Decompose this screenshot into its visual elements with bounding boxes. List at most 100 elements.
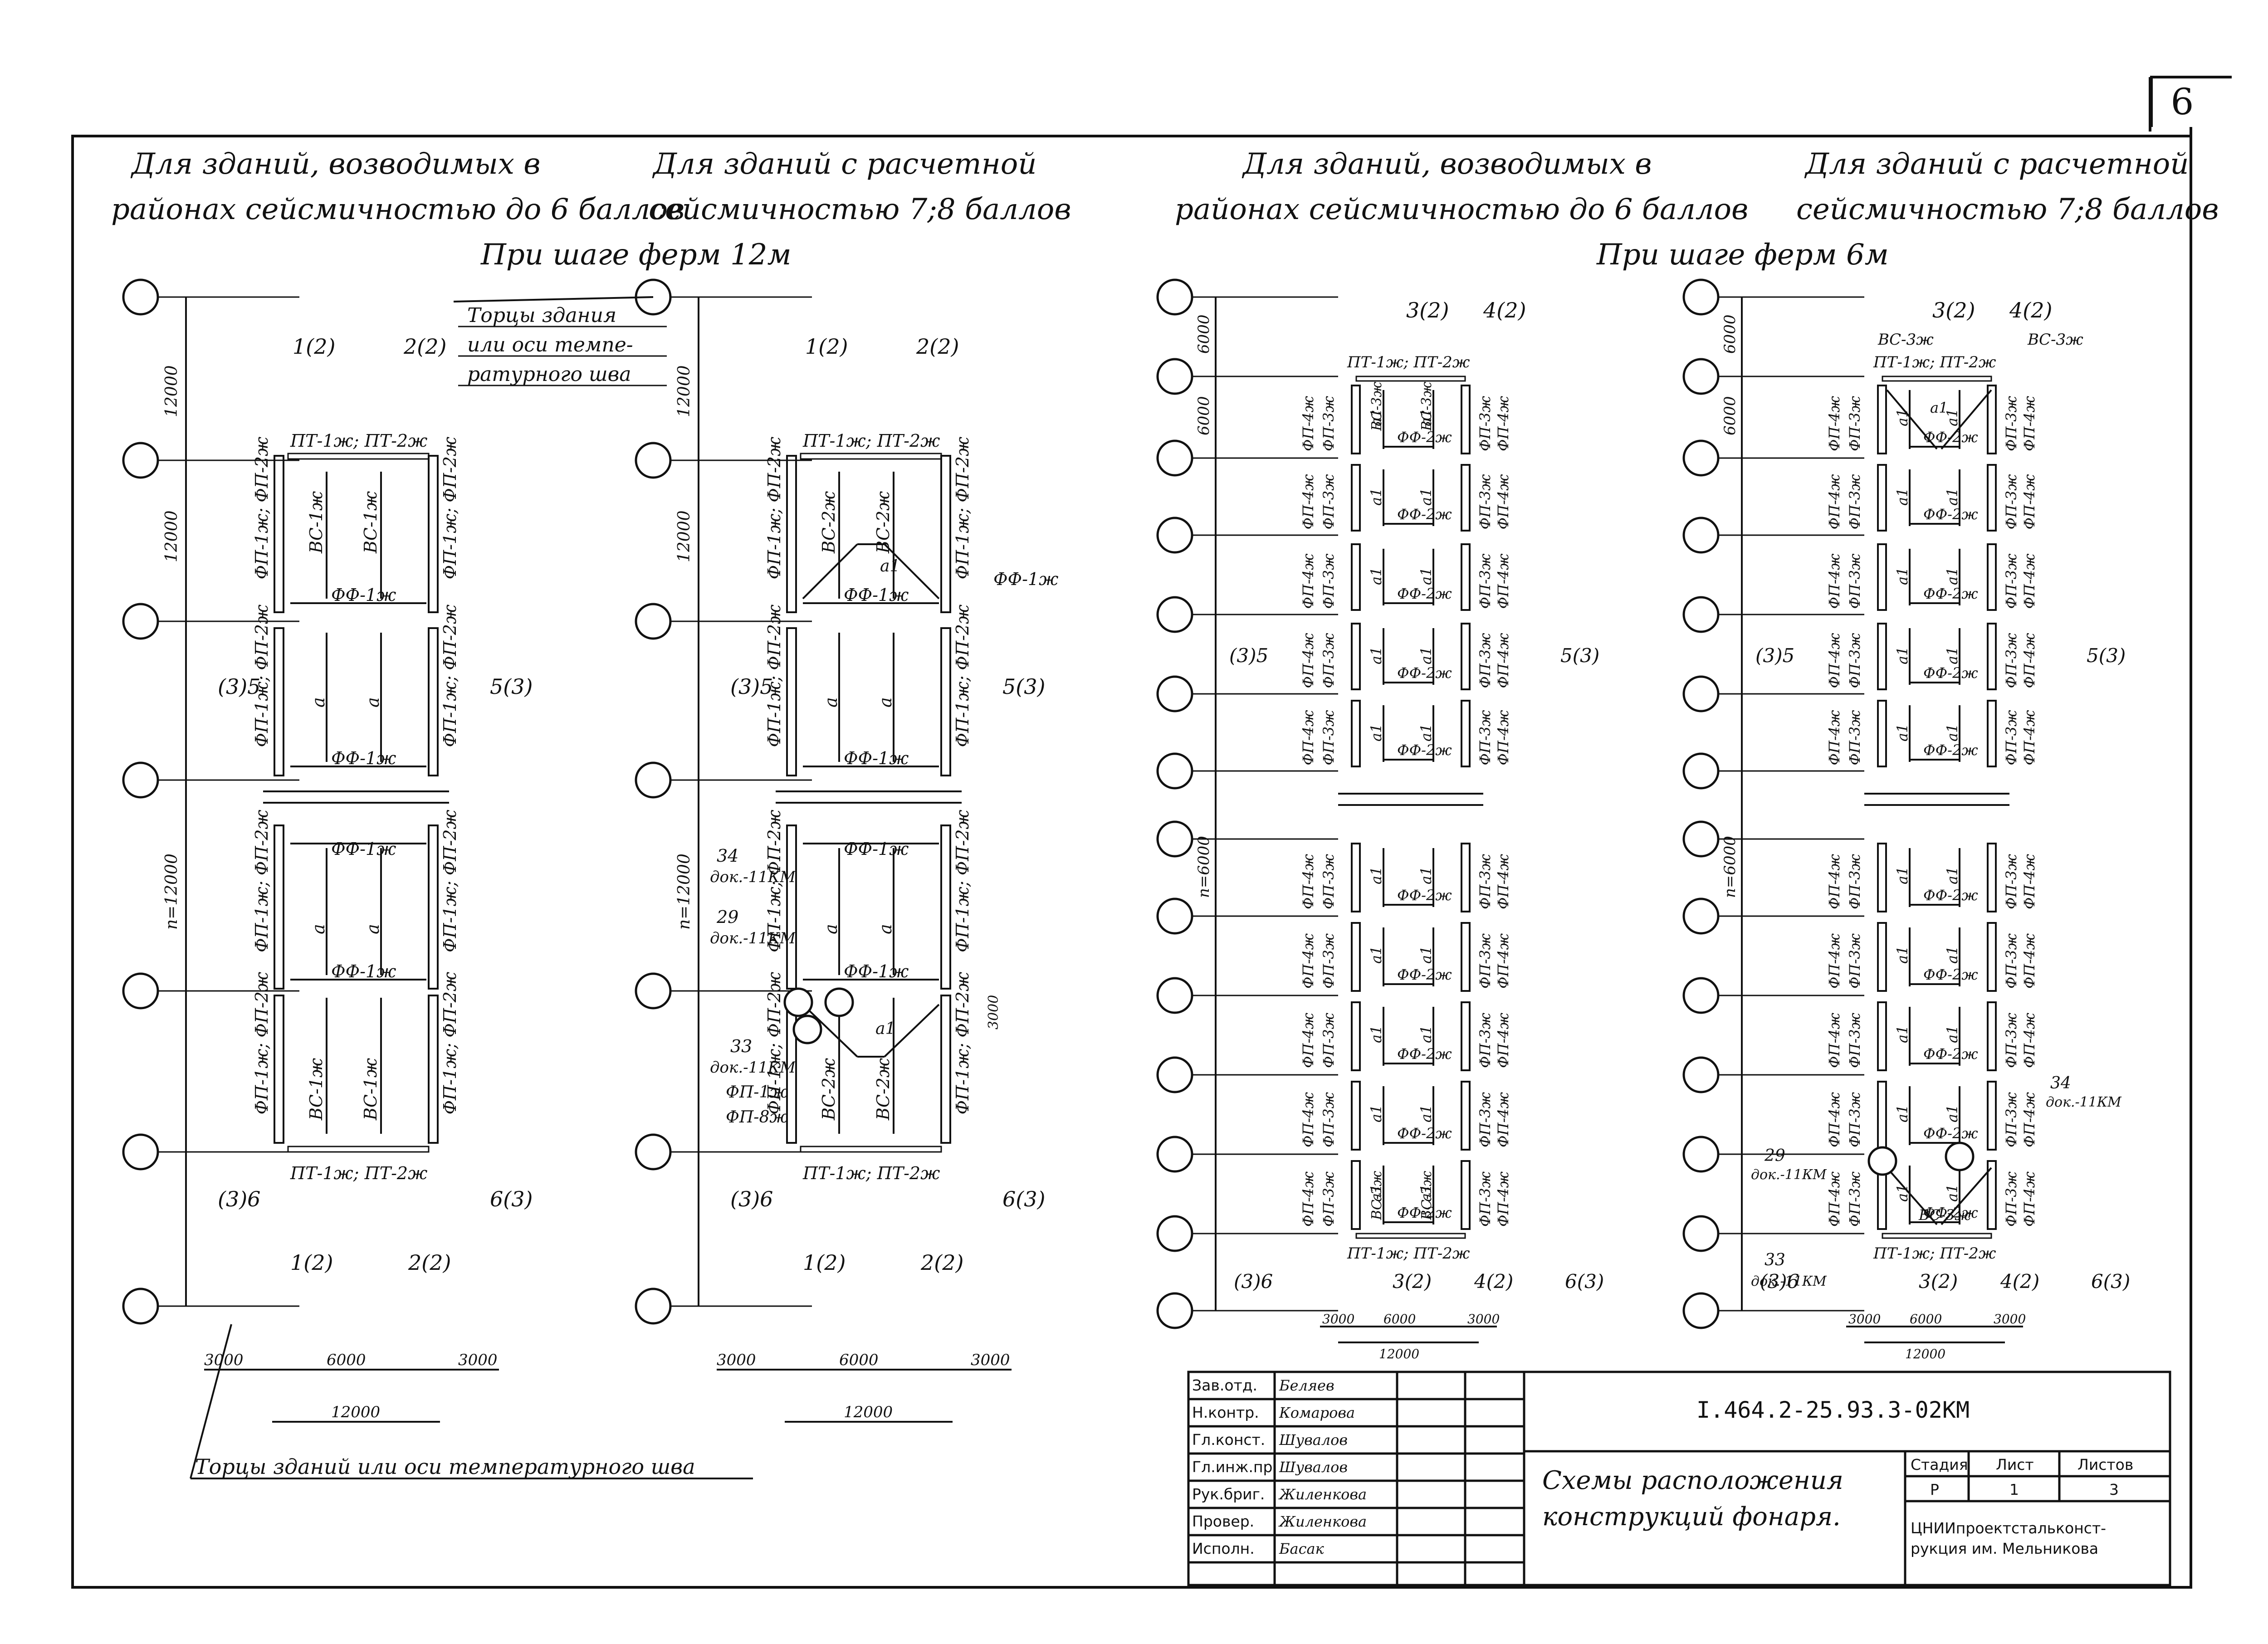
tb-name-6: Басак [1279, 1540, 1324, 1557]
label-fp-right: ФП-3ж [2003, 1012, 2020, 1068]
section-cut-2-bottom: 2(2) [920, 1250, 963, 1275]
label-pt-bottom: ПТ-1ж; ПТ-2ж [1873, 1244, 1996, 1263]
lantern-rail-right [1461, 543, 1471, 611]
label-ff: ФФ-2ж [1397, 429, 1452, 446]
brace [884, 1004, 940, 1058]
lantern-rail-left [1877, 700, 1887, 767]
label-ff: ФФ-1ж [844, 961, 909, 981]
label-n33: 33 [1765, 1251, 1785, 1269]
label-a1: а1 [1418, 1184, 1435, 1202]
lantern-rail-left [786, 824, 797, 990]
axis-bubble [1156, 439, 1193, 477]
axis-bubble [1156, 898, 1193, 935]
lantern-rail-right [1987, 922, 1997, 992]
label-fp-right: ФП-4ж [1495, 395, 1512, 451]
lantern-rail-right [428, 995, 439, 1144]
label-fp-left: ФП-3ж [1320, 1171, 1337, 1227]
lantern-rail-left [1877, 843, 1887, 912]
tb-role-3: Гл.инж.пр. [1192, 1458, 1277, 1476]
label-ff: ФФ-1ж [331, 748, 396, 768]
label-fp-left: ФП-3ж [1846, 474, 1863, 530]
detail-callout [1867, 1146, 1897, 1176]
label-ff: ФФ-2ж [1397, 742, 1452, 759]
tb-name-3: Шувалов [1279, 1459, 1348, 1476]
label-fp-right: ФП-4ж [2021, 1012, 2038, 1068]
lantern-rail-right [940, 627, 951, 776]
label-ff: ФФ-2ж [1397, 506, 1452, 523]
label-a1: а1 [1418, 1025, 1435, 1043]
label-vs3: ВС-3ж [1419, 382, 1435, 431]
header-p4-line2: сейсмичностью 7;8 баллов [1796, 193, 2219, 226]
label-fp-left: ФП-3ж [1320, 395, 1337, 451]
leader-line [190, 1324, 232, 1479]
lantern-rail-left [786, 627, 797, 776]
label-a1: а1 [1944, 488, 1961, 506]
brace [1941, 389, 1992, 450]
section-cut-5-left: (3)5 [1229, 644, 1268, 667]
axis-bubble [1156, 596, 1193, 633]
axis-bubble [1682, 596, 1720, 633]
axis-bubble [1156, 358, 1193, 395]
header-shag-6: При шаге ферм 6м [1597, 238, 1889, 272]
label-fp-left: ФП-4ж [1300, 553, 1317, 609]
label-vs: ВС-1ж [361, 491, 381, 554]
label-n34: 34 [717, 846, 738, 866]
lantern-rail-right [1461, 1160, 1471, 1230]
label-a1: а1 [1894, 567, 1911, 585]
section-cut-1-bottom: 1(2) [803, 1250, 846, 1275]
label-a1: а1 [1894, 647, 1911, 664]
label-a1: а1 [1944, 647, 1961, 664]
detail-callout [824, 987, 854, 1017]
label-ff: ФФ-1ж [844, 839, 909, 859]
lantern-rail-right [1987, 543, 1997, 611]
label-fp-right: ФП-1ж; ФП-2ж [440, 972, 460, 1115]
label-fp-right: ФП-4ж [2021, 1092, 2038, 1147]
axis-bubble [122, 442, 159, 479]
label-dok: док.-11КМ [710, 1059, 796, 1077]
section-cut-2-bottom: 2(2) [408, 1250, 451, 1275]
label-fp-left: ФП-4ж [1300, 1012, 1317, 1068]
label-fp-left: ФП-4ж [1826, 553, 1843, 609]
dim-label: 3000 [1322, 1312, 1354, 1327]
label-ff: ФФ-2ж [1923, 1045, 1978, 1063]
tb-role-4: Рук.бриг. [1192, 1485, 1265, 1503]
label-fp-left: ФП-3ж [1320, 633, 1337, 688]
lantern-rail-right [940, 995, 951, 1144]
label-ff: ФФ-1ж [844, 748, 909, 768]
label-ff: ФФ-2ж [1923, 1125, 1978, 1142]
label-ff: ФФ-2ж [1397, 887, 1452, 904]
tb-name-0: Беляев [1279, 1377, 1334, 1394]
label-n34: 34 [2050, 1074, 2071, 1093]
label-dok: док.-11КМ [1751, 1273, 1827, 1289]
lantern-rail-left [1351, 623, 1361, 690]
label-vs3: ВС-3ж [1369, 382, 1385, 431]
label-a1: а1 [875, 1020, 895, 1038]
label-fp-left: ФП-1ж; ФП-2ж [764, 972, 784, 1115]
label-fp-left: ФП-3ж [1846, 1092, 1863, 1147]
axis-bubble [1156, 1056, 1193, 1093]
dim-label: 6000 [1721, 314, 1739, 354]
section-cut-1-bottom: 1(2) [290, 1250, 333, 1275]
label-fp-right: ФП-4ж [2021, 633, 2038, 688]
lantern-rail-left [1351, 700, 1361, 767]
lantern-rail-left [1351, 1001, 1361, 1071]
label-ff: ФФ-1ж [844, 585, 909, 605]
axis-bubble [122, 1288, 159, 1325]
label-fp-left: ФП-4ж [1300, 1092, 1317, 1147]
label-a1: а1 [1894, 1105, 1911, 1122]
label-a: а [363, 924, 383, 934]
label-pt-top: ПТ-1ж; ПТ-2ж [290, 431, 427, 451]
axis-bubble [1682, 358, 1720, 395]
tb-sheets-header: Листов [2077, 1456, 2134, 1473]
label-fp-left: ФП-4ж [1826, 633, 1843, 688]
dim-label: 6000 [327, 1351, 366, 1369]
label-a1: а1 [1894, 946, 1911, 964]
label-vs: ВС-2ж [873, 1058, 893, 1121]
label-vs3: ВС-3ж [1918, 1206, 1971, 1224]
label-vs3: ВС-3ж [1877, 331, 1934, 349]
label-a1: а1 [1894, 409, 1911, 426]
label-pt-top: ПТ-1ж; ПТ-2ж [802, 431, 940, 451]
